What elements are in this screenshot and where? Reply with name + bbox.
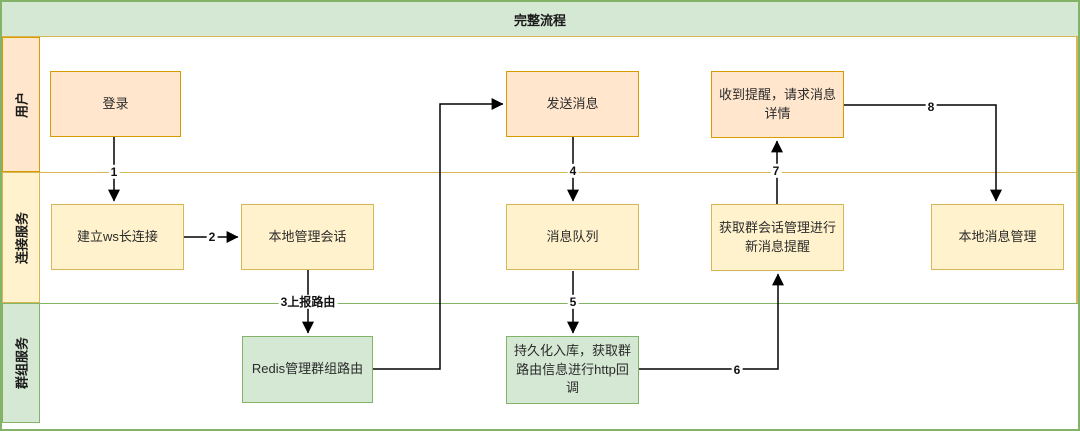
- pool-right-border: [1076, 37, 1078, 303]
- node-group-session-notify: 获取群会话管理进行 新消息提醒: [711, 204, 844, 271]
- lane-group-service-label: 群组服务: [14, 336, 30, 390]
- node-local-message-mgmt: 本地消息管理: [931, 204, 1064, 270]
- node-redis-group-routing: Redis管理群组路由: [242, 336, 373, 403]
- node-local-session: 本地管理会话: [241, 204, 374, 270]
- node-establish-ws: 建立ws长连接: [51, 204, 184, 270]
- lane-connection-service: 连接服务: [2, 172, 40, 303]
- lane-group-service: 群组服务: [2, 303, 40, 423]
- lane-user: 用户: [2, 37, 40, 172]
- lane-connection-service-label: 连接服务: [14, 211, 30, 264]
- edge-label-8: 8: [925, 99, 937, 115]
- node-login: 登录: [50, 71, 181, 137]
- node-persist-http-callback: 持久化入库，获取群 路由信息进行http回调: [506, 336, 639, 404]
- pool-title: 完整流程: [2, 2, 1078, 36]
- node-send-message: 发送消息: [506, 71, 639, 137]
- edge-label-1: 1: [108, 164, 120, 180]
- node-message-queue: 消息队列: [506, 204, 639, 270]
- node-receive-reminder: 收到提醒，请求消息 详情: [711, 71, 844, 138]
- edge-label-5: 5: [567, 294, 579, 310]
- divider-connection-group: [2, 303, 1078, 304]
- pool-title-text: 完整流程: [513, 12, 566, 28]
- edge-label-6: 6: [731, 362, 743, 378]
- edge-label-3-report-route: 3上报路由: [278, 294, 338, 310]
- divider-user-connection: [2, 172, 1078, 173]
- edge-label-4: 4: [567, 163, 579, 179]
- divider-title-user: [2, 36, 1078, 37]
- edge-label-7: 7: [770, 163, 782, 179]
- lane-user-label: 用户: [14, 91, 30, 118]
- edge-label-2: 2: [206, 229, 218, 245]
